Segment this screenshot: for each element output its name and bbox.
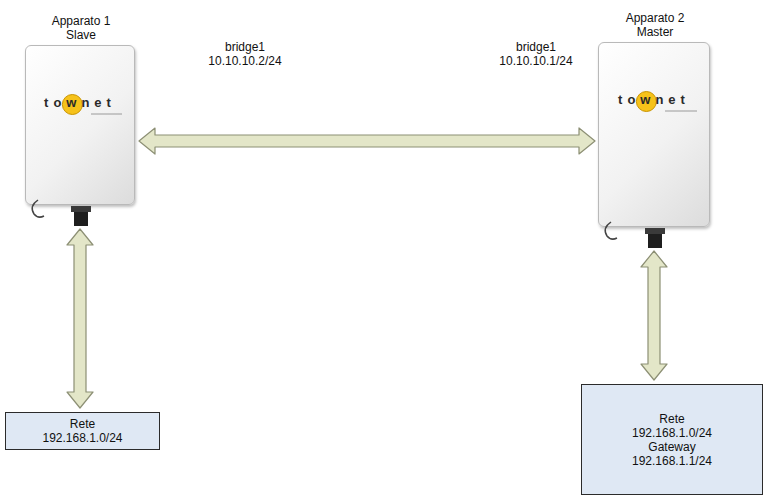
network-box: Rete 192.168.1.0/24 [5, 412, 160, 450]
network-box: Rete 192.168.1.0/24 Gateway 192.168.1.1/… [581, 384, 763, 495]
brand-logo: townet [26, 96, 134, 110]
double-arrow [641, 251, 667, 380]
logo-graphic [599, 43, 711, 228]
double-arrow [139, 128, 595, 154]
radio-device: Apparato 1 Slavetownet [25, 45, 135, 205]
device-heading: Apparato 2 Master [619, 11, 691, 39]
device-heading: Apparato 1 Slave [45, 14, 117, 42]
logo-graphic [26, 46, 136, 206]
interface-label: bridge1 10.10.10.2/24 [203, 40, 287, 68]
radio-device: Apparato 2 Mastertownet [598, 42, 710, 227]
network-text: Rete 192.168.1.0/24 Gateway 192.168.1.1/… [623, 412, 721, 468]
network-text: Rete 192.168.1.0/24 [34, 417, 132, 445]
double-arrow [67, 229, 93, 408]
interface-label: bridge1 10.10.10.1/24 [494, 40, 578, 68]
brand-logo: townet [599, 93, 709, 107]
